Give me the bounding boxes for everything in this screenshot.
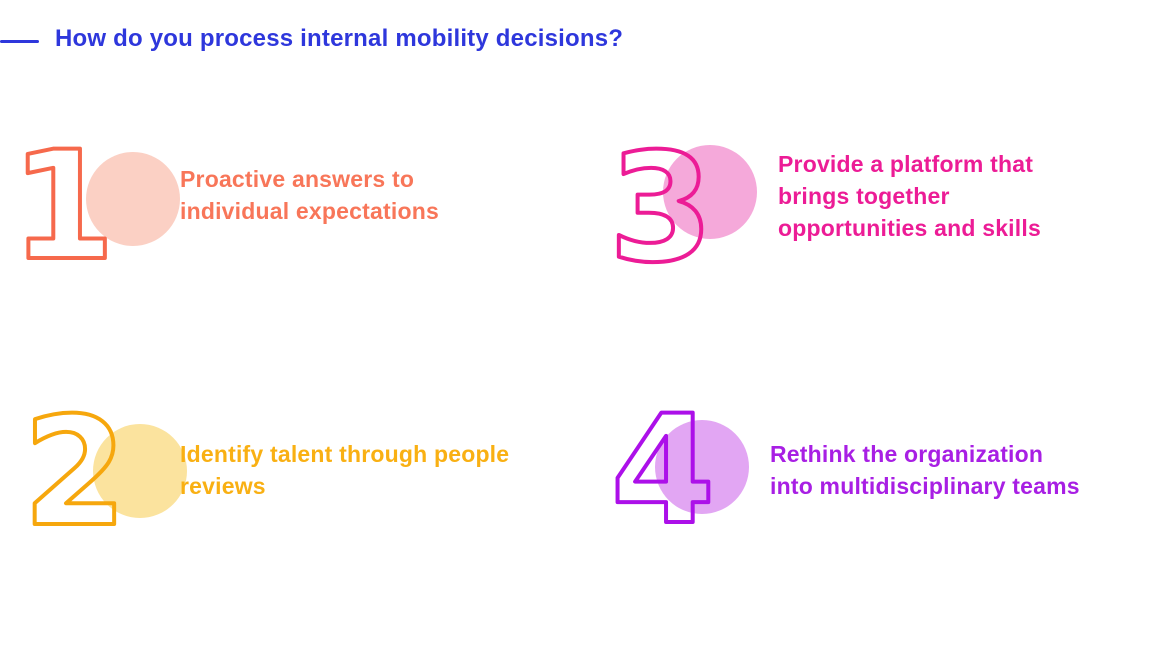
item-2-label: Identify talent through people reviews: [180, 441, 510, 499]
page-title: How do you process internal mobility dec…: [55, 25, 624, 52]
item-4-number: 4: [611, 384, 715, 558]
item-4-label: Rethink the organization into multidisci…: [770, 441, 1080, 499]
item-3-circle: [663, 145, 757, 239]
title-dash-icon: [0, 40, 39, 43]
item-1-label: Proactive answers to individual expectat…: [180, 166, 439, 224]
item-3-number-graphic: 3: [607, 120, 757, 298]
item-2-number-graphic: 2: [21, 384, 187, 562]
item-1-number-graphic: 1: [9, 118, 180, 296]
item-4-circle: [655, 420, 749, 514]
item-1-circle: [86, 152, 180, 246]
item-3-number: 3: [609, 122, 713, 296]
item-4-number-graphic: 4: [609, 382, 749, 560]
item-3-label: Provide a platform that brings together …: [778, 151, 1041, 241]
item-2-number: 2: [23, 386, 127, 560]
item-2-circle: [93, 424, 187, 518]
item-1-number: 1: [11, 120, 115, 294]
